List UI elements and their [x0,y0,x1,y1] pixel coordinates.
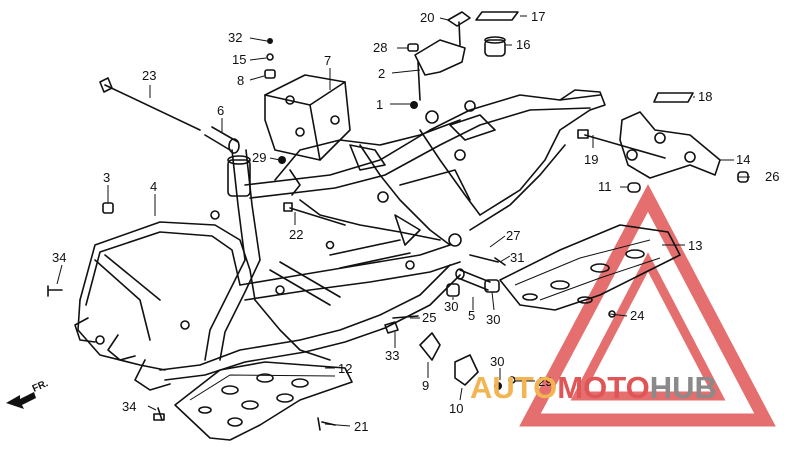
watermark-part-1: AUTO [470,370,557,405]
callout-labels: 32 15 8 23 6 7 29 3 4 22 34 20 17 28 16 … [52,9,779,434]
callout-32: 32 [228,30,242,45]
rear-bracket [577,111,721,179]
hardware-bolts [47,11,749,431]
callout-3: 3 [103,170,110,185]
callout-34a: 34 [52,250,66,265]
callout-29a: 29 [252,150,266,165]
callout-26: 26 [765,169,779,184]
watermark-triangle-outer [519,184,776,427]
callout-13: 13 [688,238,702,253]
callout-21: 21 [354,419,368,434]
callout-9: 9 [422,378,429,393]
callout-5: 5 [468,308,475,323]
steering-head [227,159,251,197]
callout-14: 14 [736,152,750,167]
callout-31: 31 [510,250,524,265]
callout-23: 23 [142,68,156,83]
callout-22: 22 [289,227,303,242]
callout-29b: 29 [538,374,552,389]
callout-15: 15 [232,52,246,67]
callout-10: 10 [449,401,463,416]
front-arrow-icon [6,392,36,409]
callout-11: 11 [598,179,612,194]
callout-12: 12 [338,361,352,376]
callout-2: 2 [378,66,385,81]
callout-30b: 30 [486,312,500,327]
watermark-triangle-inner [570,252,726,401]
front-direction-indicator: FR. [6,378,50,409]
callout-30a: 30 [444,299,458,314]
callout-30c: 30 [490,354,504,369]
skid-plate-rear [499,224,681,311]
callout-24: 24 [630,308,644,323]
callout-25: 25 [422,310,436,325]
callout-4: 4 [150,179,157,194]
top-bracket [414,11,506,101]
watermark-text: AUTOMOTOHUB [470,370,717,405]
callout-18: 18 [698,89,712,104]
battery-box [264,74,351,161]
callout-7: 7 [324,53,331,68]
callout-6: 6 [217,103,224,118]
callout-19: 19 [584,152,598,167]
skid-plate-front [174,361,353,441]
main-frame [74,89,606,391]
watermark-part-3: HUB [650,370,717,405]
callout-16: 16 [516,37,530,52]
callout-17: 17 [531,9,545,24]
front-label: FR. [31,378,50,395]
callout-27: 27 [506,228,520,243]
callout-8: 8 [237,73,244,88]
svg-text:AUTOMOTOHUB: AUTOMOTOHUB [470,370,717,405]
callout-1: 1 [376,97,383,112]
watermark-part-2: MOTO [557,370,649,405]
callout-34b: 34 [122,399,136,414]
callout-28: 28 [373,40,387,55]
watermark-logo [519,184,776,427]
callout-33: 33 [385,348,399,363]
callout-20: 20 [420,10,434,25]
leader-lines [56,15,750,427]
